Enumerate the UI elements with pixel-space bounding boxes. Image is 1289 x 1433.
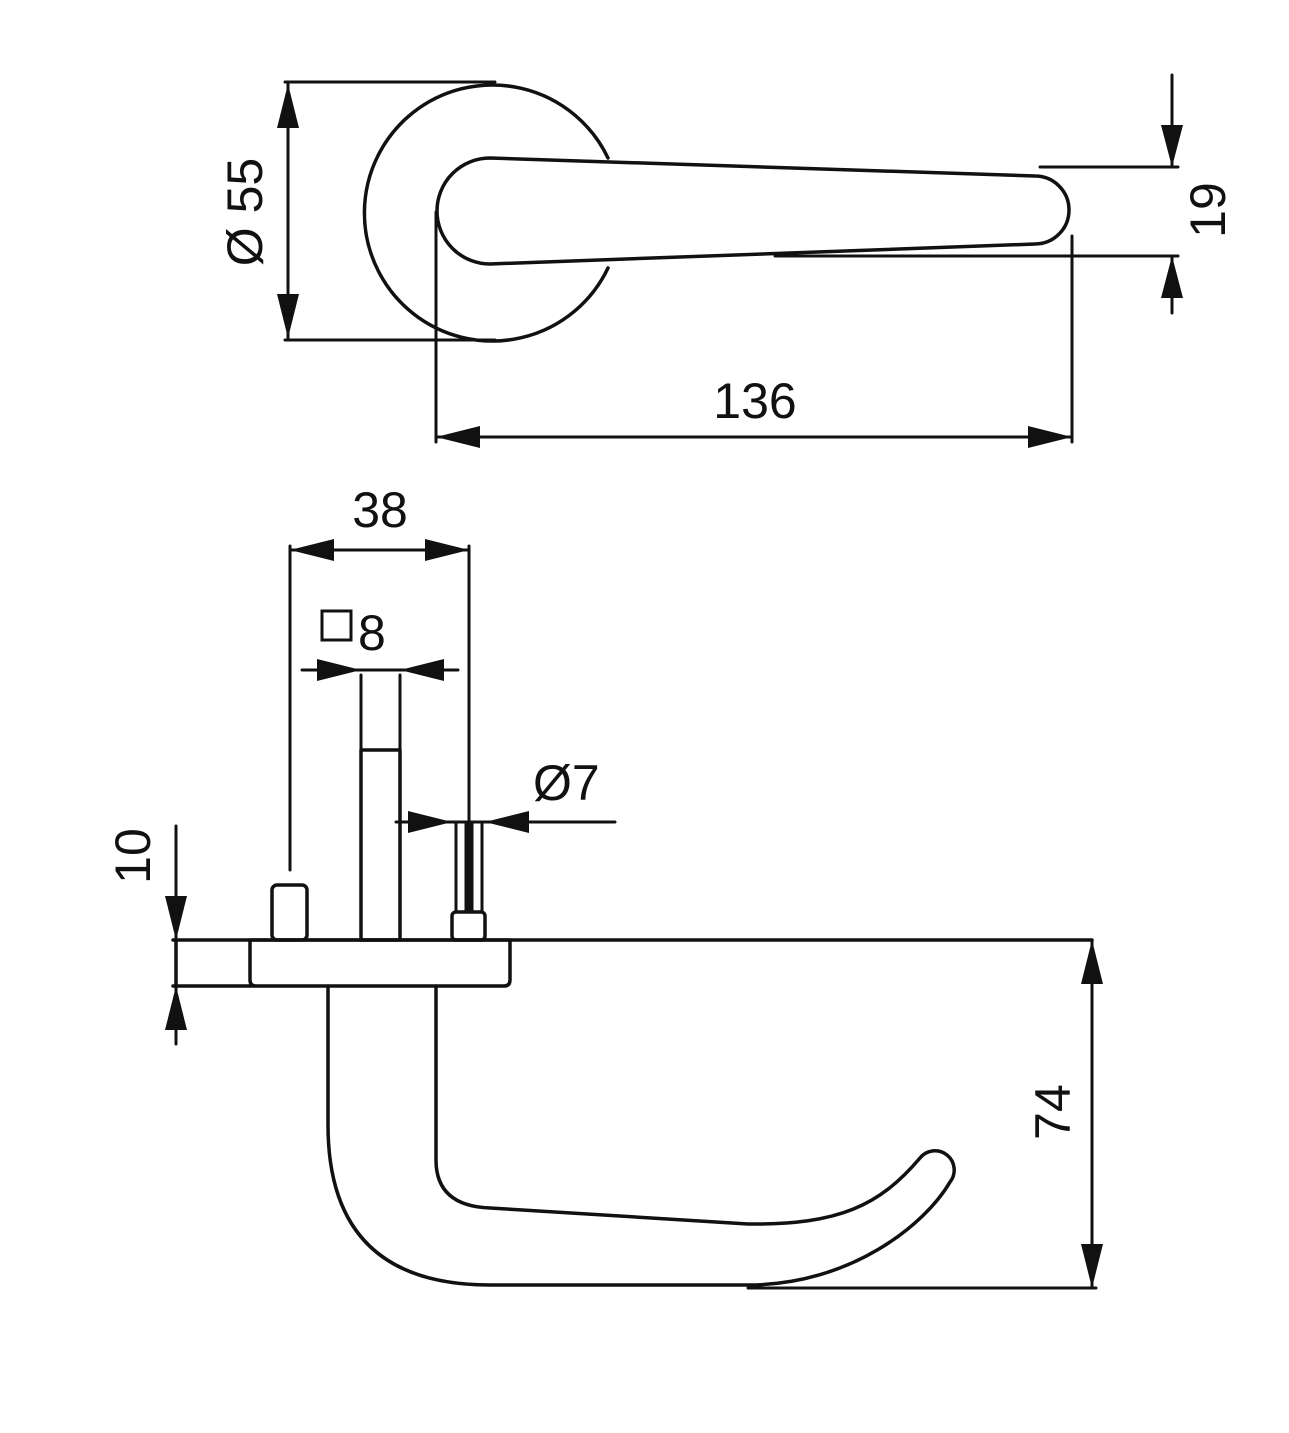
rose-diameter-label: Ø 55 [217, 158, 273, 266]
fixing-screw-dimension: Ø7 [394, 755, 617, 833]
side-view: 38 8 Ø7 10 [105, 482, 1103, 1290]
lever-projection-label: 74 [1025, 1084, 1081, 1140]
lever-width-dimension: 19 [773, 73, 1236, 315]
rose-diameter-dimension: Ø 55 [217, 80, 497, 342]
spindle-spacing-label: 38 [352, 482, 408, 538]
rose-thickness-dimension: 10 [105, 824, 187, 1046]
rose-body [248, 938, 512, 988]
square-spindle-dimension: 8 [300, 605, 460, 681]
top-view: Ø 55 19 136 [217, 73, 1236, 448]
lever-projection-dimension: 74 [746, 938, 1103, 1290]
right-fixing-screw [450, 910, 487, 942]
lever-side-profile [326, 984, 956, 1287]
lever-length-label: 136 [713, 373, 796, 429]
square-icon [320, 609, 353, 642]
square-spindle [359, 748, 402, 942]
square-spindle-label: 8 [358, 605, 386, 661]
left-fixing-pin [270, 883, 309, 942]
lever-width-label: 19 [1180, 182, 1236, 238]
rose-circle [362, 83, 610, 343]
spindle-spacing-dimension: 38 [288, 482, 471, 914]
lever-length-dimension: 136 [434, 210, 1074, 448]
lever-top-outline [435, 156, 1071, 266]
rose-thickness-label: 10 [105, 828, 161, 884]
fixing-screw-label: Ø7 [533, 755, 600, 811]
